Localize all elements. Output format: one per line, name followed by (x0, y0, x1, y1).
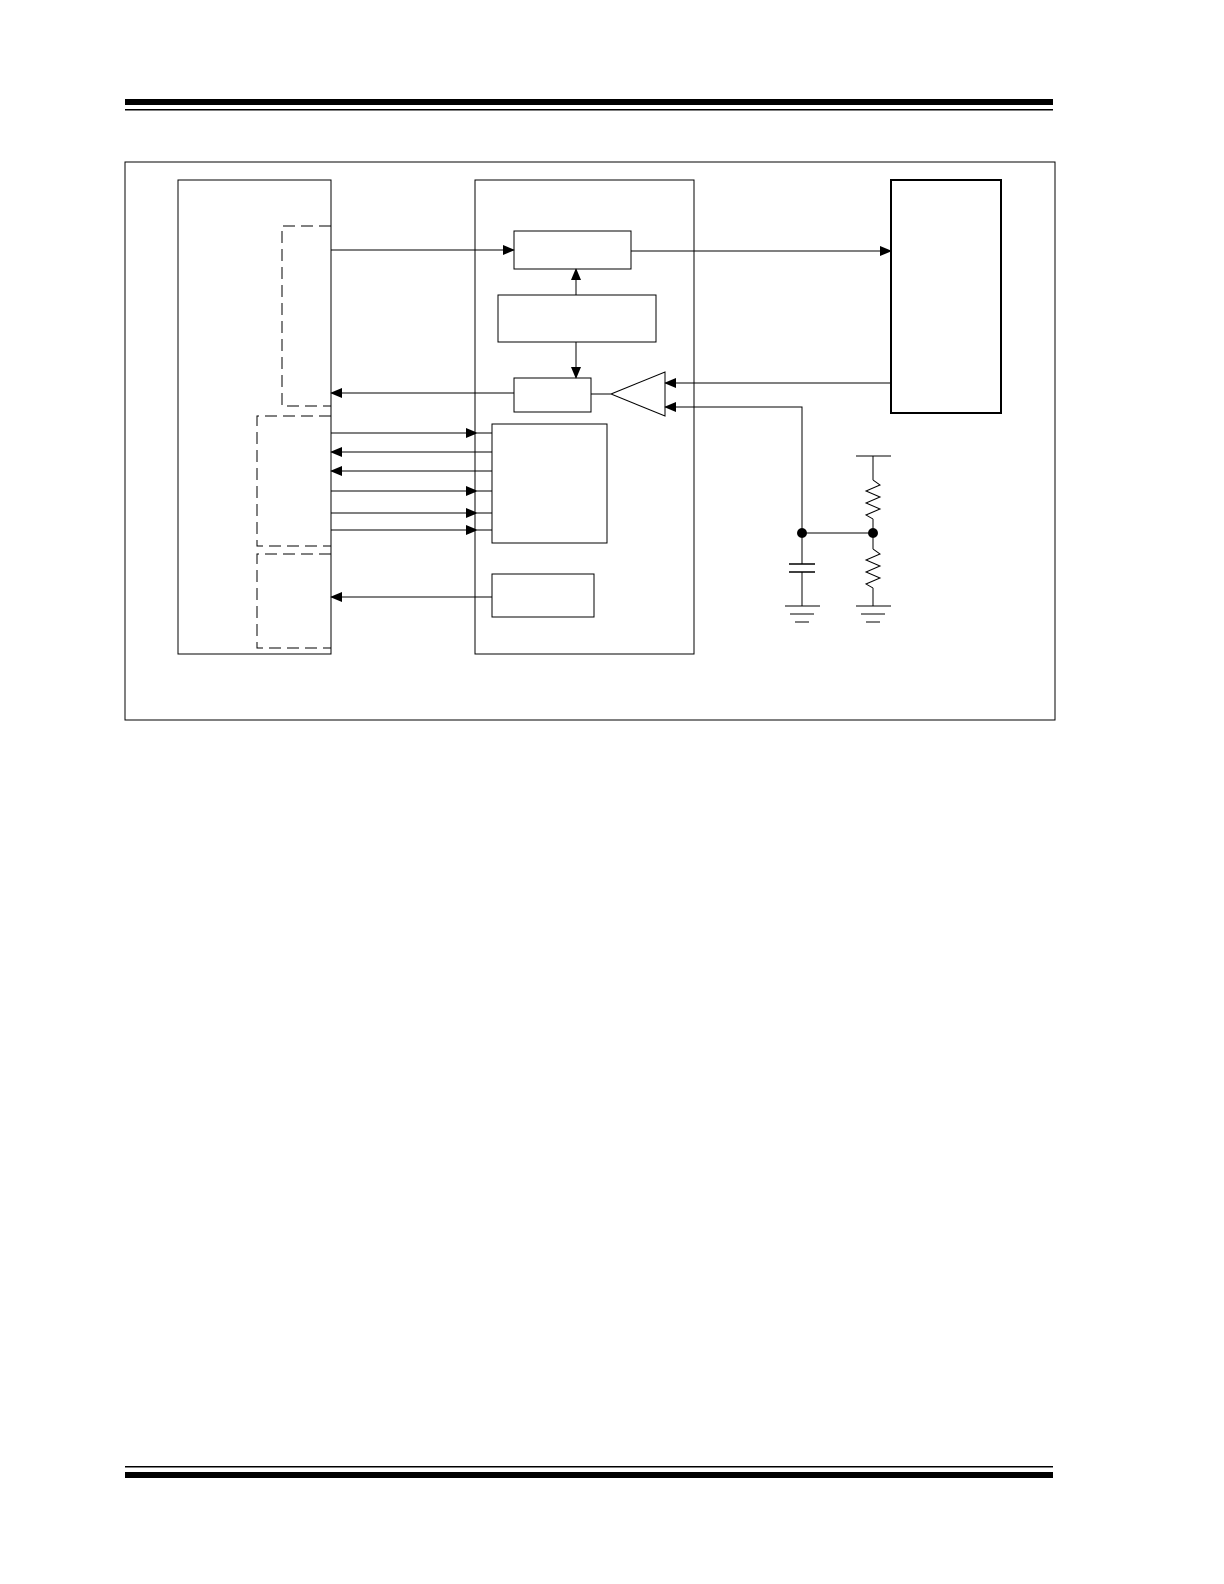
center-wide-box (497, 294, 657, 343)
reference-network (785, 455, 891, 623)
signal-arrow (664, 402, 803, 533)
resistor-symbol (864, 479, 882, 520)
figure-frame (124, 161, 1056, 721)
header-rule (125, 99, 1053, 111)
ground-icon (785, 605, 820, 623)
ground-icon (856, 605, 891, 623)
right-device-block (890, 179, 1002, 414)
left-dashed-module-middle (256, 415, 331, 547)
left-dashed-module-top (281, 225, 331, 407)
center-bottom-box (491, 573, 595, 618)
center-top-box (513, 230, 632, 270)
comparator-symbol (609, 371, 666, 417)
center-device-block (474, 179, 695, 655)
left-device-block (177, 179, 332, 655)
left-dashed-module-bottom (256, 553, 331, 649)
signal-lines (330, 245, 892, 602)
center-small-box (513, 377, 592, 413)
capacitor-symbol (789, 533, 815, 606)
footer-rule (125, 1466, 1053, 1478)
resistor-symbol (864, 548, 882, 589)
center-interface-box (491, 423, 608, 544)
